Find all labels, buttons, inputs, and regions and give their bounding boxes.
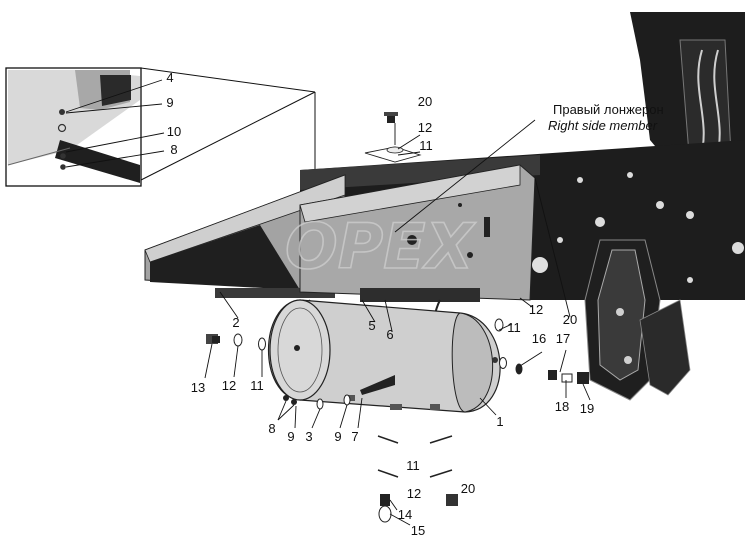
callout-c5: 5 xyxy=(368,318,375,333)
callout-c3: 3 xyxy=(305,429,312,444)
callout-c12d: 12 xyxy=(407,486,421,501)
callout-c11a: 11 xyxy=(419,138,433,153)
callout-c17: 17 xyxy=(556,331,570,346)
callout-c11d: 11 xyxy=(406,458,420,473)
callout-c2: 2 xyxy=(232,315,239,330)
callout-c12b: 12 xyxy=(529,302,543,317)
callout-c12a: 12 xyxy=(418,120,432,135)
callout-c14: 14 xyxy=(398,507,412,522)
watermark-logo: OPEX xyxy=(285,210,476,283)
callout-c9a: 9 xyxy=(166,95,173,110)
right-bracket xyxy=(299,164,536,302)
callout-c18: 18 xyxy=(555,399,569,414)
spring-bracket xyxy=(584,239,691,401)
callout-c10: 10 xyxy=(167,124,181,139)
callout-c19: 19 xyxy=(580,401,594,416)
air-tank xyxy=(267,299,501,413)
caption-russian: Правый лонжерон xyxy=(553,102,664,117)
inset-detail xyxy=(5,67,316,200)
callout-c20a: 20 xyxy=(418,94,432,109)
caption-english: Right side member xyxy=(548,118,658,133)
callout-c16: 16 xyxy=(532,331,546,346)
callout-c7: 7 xyxy=(351,429,358,444)
leader-lines xyxy=(204,119,591,526)
callout-c15: 15 xyxy=(411,523,425,538)
fasteners xyxy=(206,112,589,523)
callout-c20b: 20 xyxy=(563,312,577,327)
callout-c8a: 8 xyxy=(170,142,177,157)
callout-c11b: 11 xyxy=(507,320,521,335)
callout-c9c: 9 xyxy=(334,429,341,444)
callout-c8b: 8 xyxy=(268,421,275,436)
callout-c20c: 20 xyxy=(461,481,475,496)
callout-c1: 1 xyxy=(496,414,503,429)
callout-c12c: 12 xyxy=(222,378,236,393)
left-bracket xyxy=(144,174,346,298)
callout-c11c: 11 xyxy=(250,378,264,393)
callout-c9b: 9 xyxy=(287,429,294,444)
callout-c13: 13 xyxy=(191,380,205,395)
callout-c6: 6 xyxy=(386,327,393,342)
callout-c4: 4 xyxy=(166,70,173,85)
